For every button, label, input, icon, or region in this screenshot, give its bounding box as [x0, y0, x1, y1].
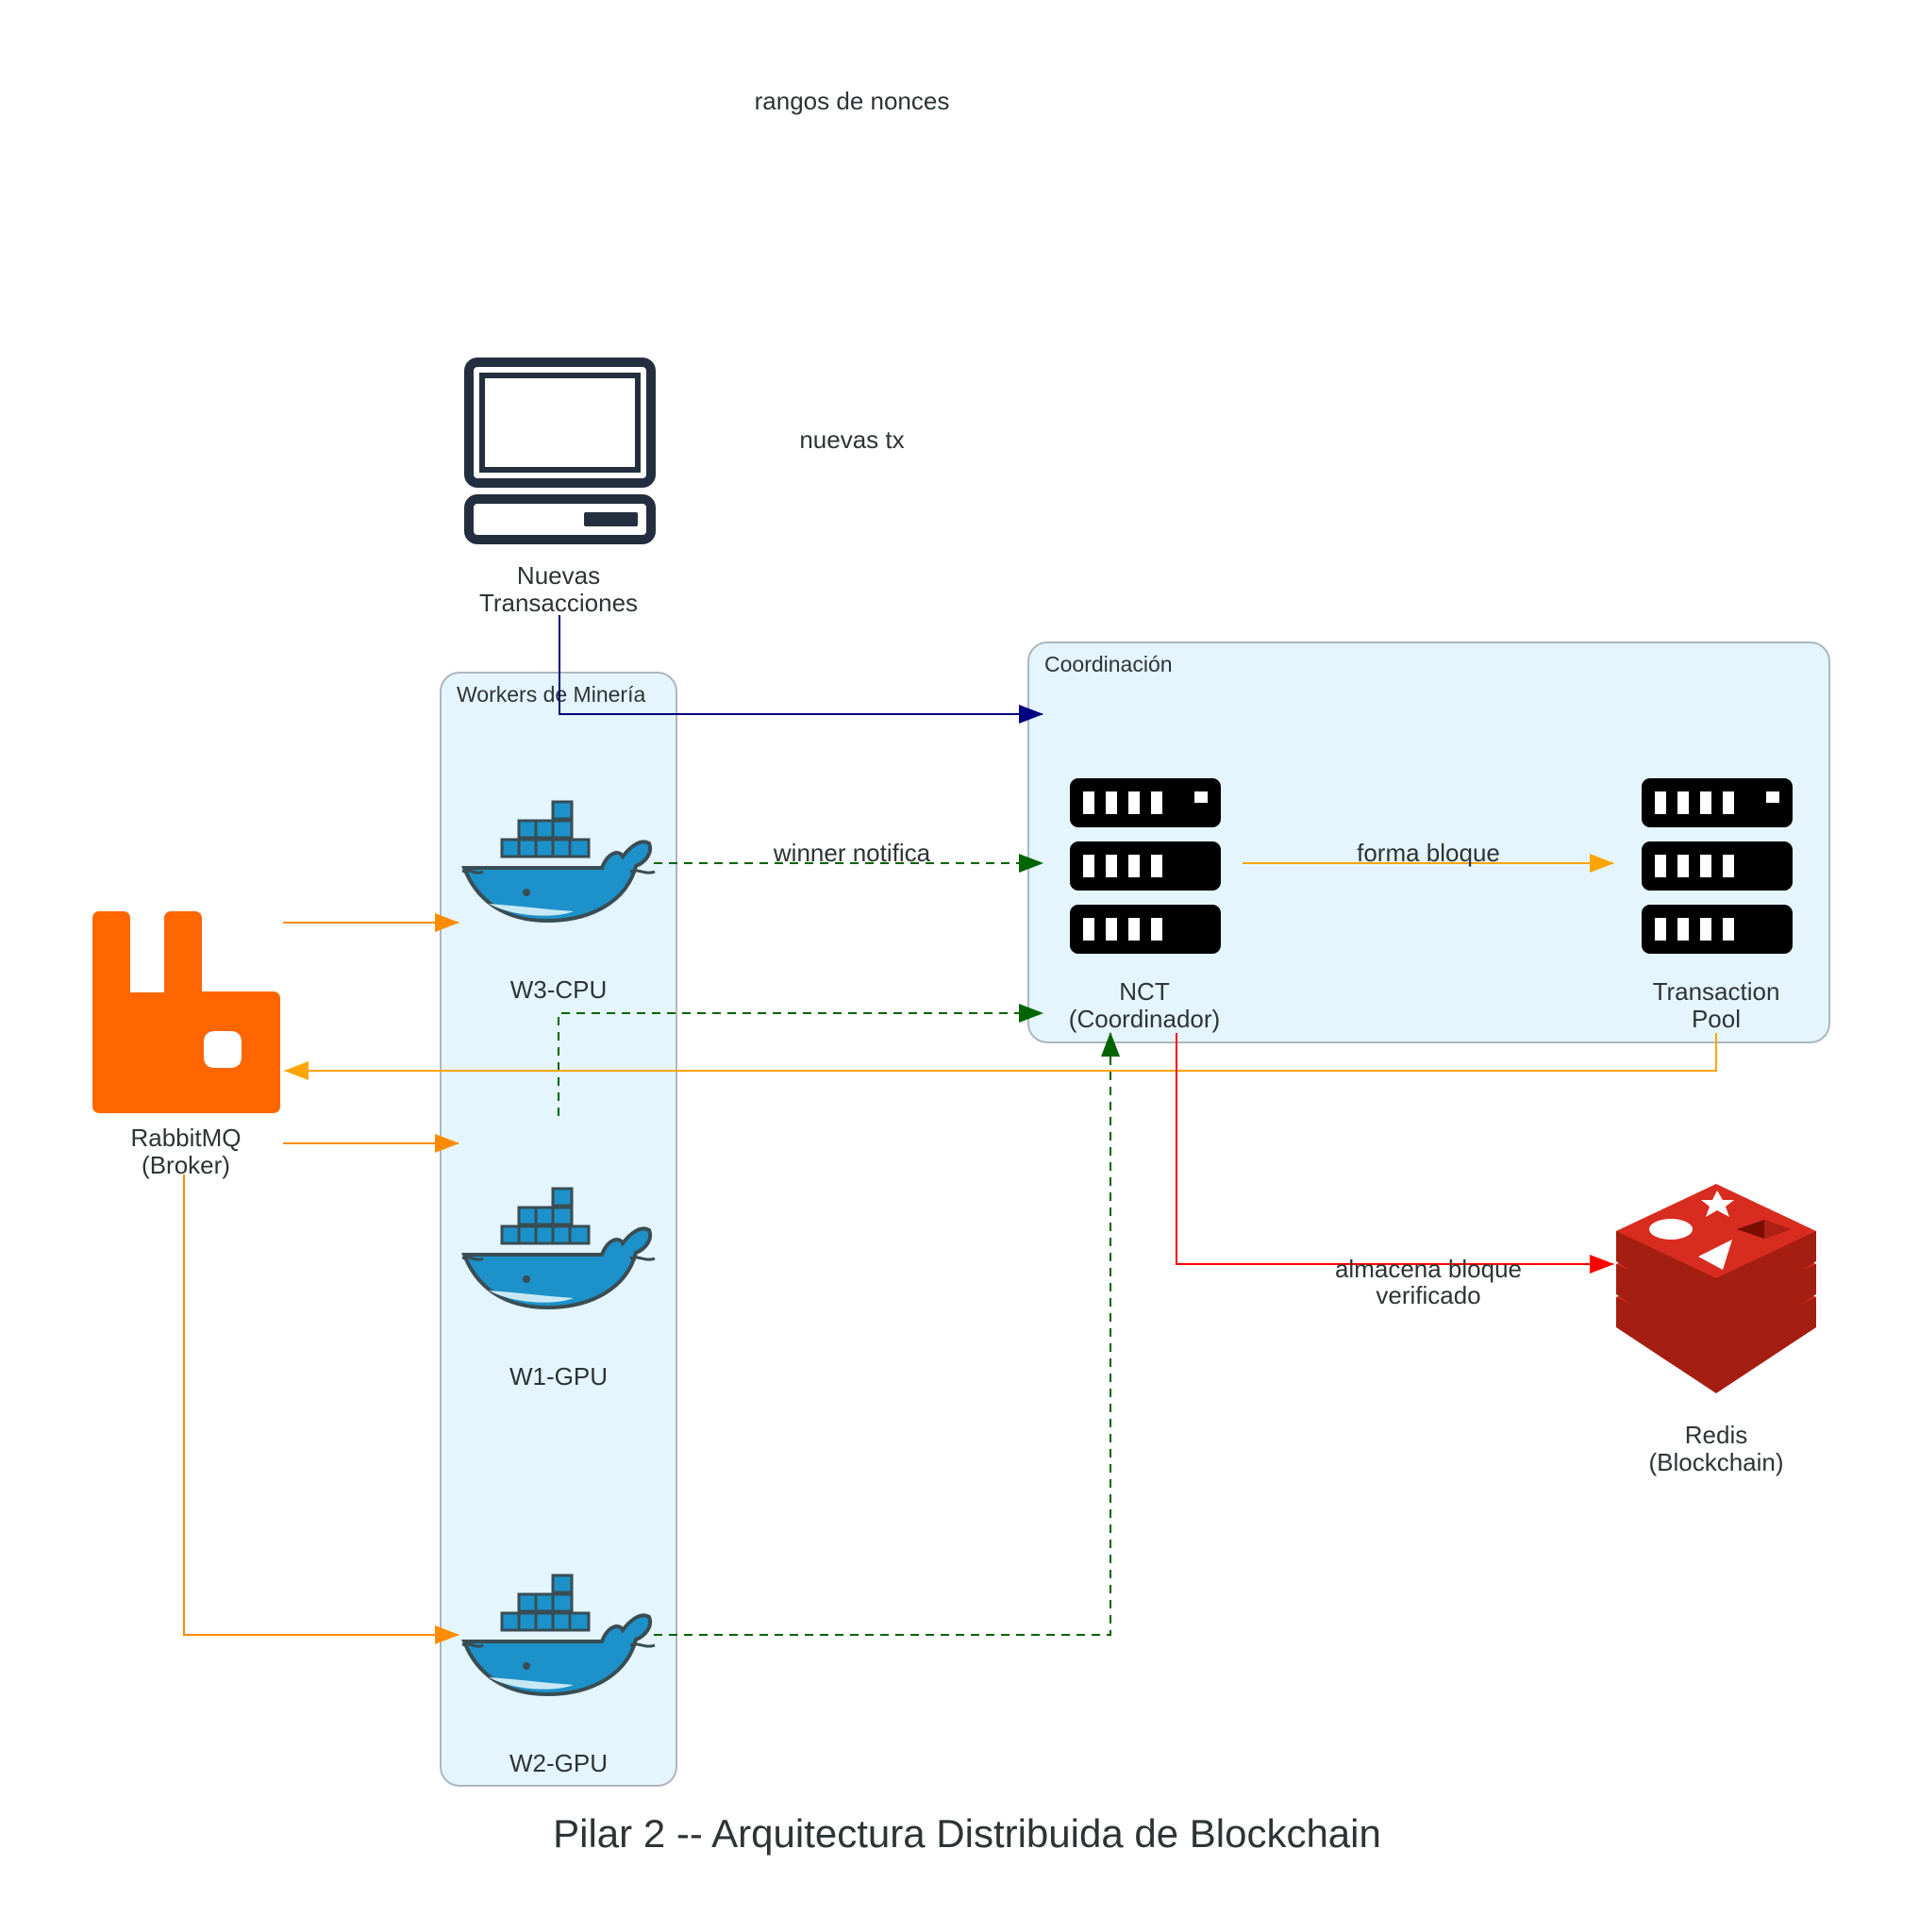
node-label: W2-GPU	[509, 1749, 608, 1777]
rabbitmq-icon	[92, 911, 280, 1113]
node-label: RabbitMQ	[130, 1124, 241, 1152]
label-almacena-line2: verificado	[1376, 1281, 1480, 1309]
diagram-title: Pilar 2 -- Arquitectura Distribuida de B…	[553, 1811, 1381, 1856]
node-w2-gpu: W2-GPU	[460, 1574, 657, 1777]
edge-rabbit-w2	[183, 1174, 459, 1644]
edge-labels: rangos de nonces nuevas tx winner notifi…	[755, 87, 1522, 1309]
node-w1-gpu: W1-GPU	[460, 1187, 657, 1391]
node-label: Nuevas	[517, 561, 600, 590]
redis-icon	[1616, 1184, 1816, 1393]
node-label: W1-GPU	[509, 1362, 608, 1391]
edge-pool-rabbit	[284, 1033, 1717, 1080]
server-icon	[1070, 778, 1221, 954]
edges	[183, 615, 1717, 1644]
label-forma-bloque: forma bloque	[1357, 839, 1500, 867]
workers-cluster-label: Workers de Minería	[457, 682, 645, 707]
node-rabbitmq: RabbitMQ (Broker)	[92, 911, 280, 1179]
node-label: W3-CPU	[510, 975, 608, 1004]
coordination-cluster: Coordinación	[1027, 641, 1830, 1043]
coordination-cluster-label: Coordinación	[1044, 652, 1173, 676]
node-redis: Redis (Blockchain)	[1616, 1184, 1816, 1476]
node-label: (Blockchain)	[1648, 1448, 1783, 1476]
computer-icon	[464, 358, 656, 544]
node-label: Transacciones	[479, 589, 638, 617]
edge-winner-w2	[654, 1032, 1120, 1636]
node-label: Transaction	[1653, 977, 1780, 1006]
node-label: NCT	[1119, 977, 1170, 1006]
edge-new-tx	[559, 615, 1043, 724]
node-label: (Coordinador)	[1069, 1005, 1220, 1033]
node-nuevas-transacciones: Nuevas Transacciones	[464, 358, 656, 617]
label-winner-notifica: winner notifica	[773, 839, 931, 867]
edge-almacena	[1176, 1033, 1614, 1274]
edge-winner-w1	[558, 1004, 1043, 1116]
node-label: Redis	[1685, 1421, 1747, 1449]
node-transaction-pool: Transaction Pool	[1642, 778, 1793, 1033]
node-nct: NCT (Coordinador)	[1069, 778, 1221, 1033]
label-rangos-nonces: rangos de nonces	[755, 87, 950, 115]
node-label: Pool	[1692, 1005, 1741, 1033]
label-almacena-line1: almacena bloque	[1335, 1255, 1522, 1283]
node-w3-cpu: W3-CPU	[460, 800, 657, 1004]
server-icon	[1642, 778, 1793, 954]
label-nuevas-tx: nuevas tx	[799, 425, 904, 454]
node-label: (Broker)	[142, 1151, 230, 1179]
